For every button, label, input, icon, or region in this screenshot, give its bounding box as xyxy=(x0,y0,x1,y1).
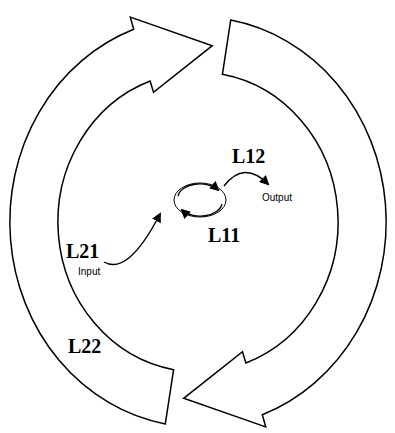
outer-loop-arrow xyxy=(184,20,386,427)
outer-loop-arrow xyxy=(10,17,212,424)
loop-label: L22 xyxy=(68,335,101,357)
loop-label: L11 xyxy=(208,224,240,246)
loop-label: L12 xyxy=(232,145,265,167)
loop-label: L21 xyxy=(66,240,99,262)
port-label: Input xyxy=(78,266,100,277)
inner-loop xyxy=(174,183,226,217)
input-arrow xyxy=(104,214,160,265)
port-label: Output xyxy=(262,192,292,203)
output-arrow xyxy=(224,172,268,186)
